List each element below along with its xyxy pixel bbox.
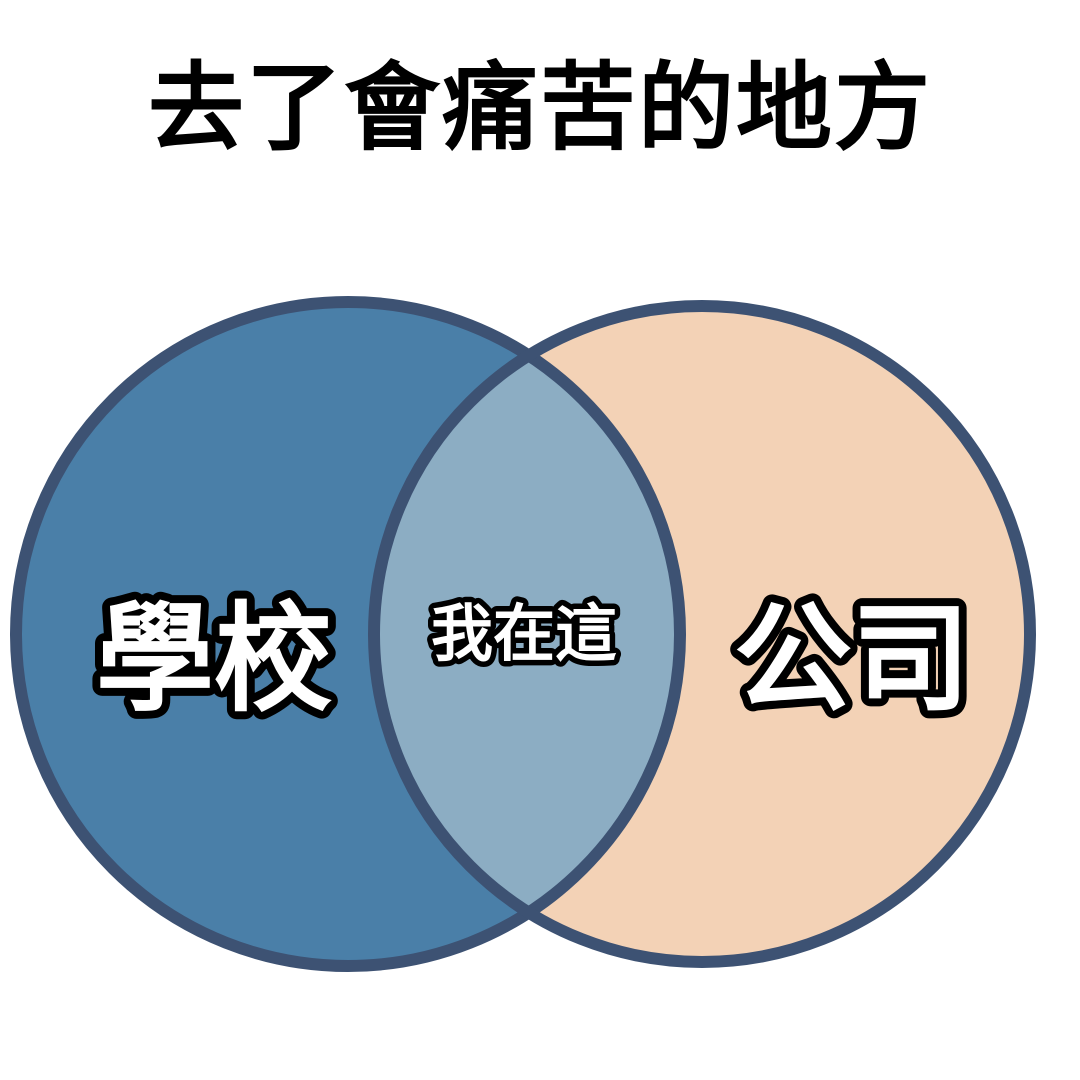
company-label: 公司 xyxy=(734,590,970,728)
company-circle-outline xyxy=(368,300,1036,968)
school-label: 學校 xyxy=(96,590,332,728)
me-here-label: 我在這 xyxy=(431,597,617,670)
school-circle-outline xyxy=(10,296,686,972)
page-title: 去了會痛苦的地方 xyxy=(148,52,932,164)
overlap-region xyxy=(374,306,680,962)
